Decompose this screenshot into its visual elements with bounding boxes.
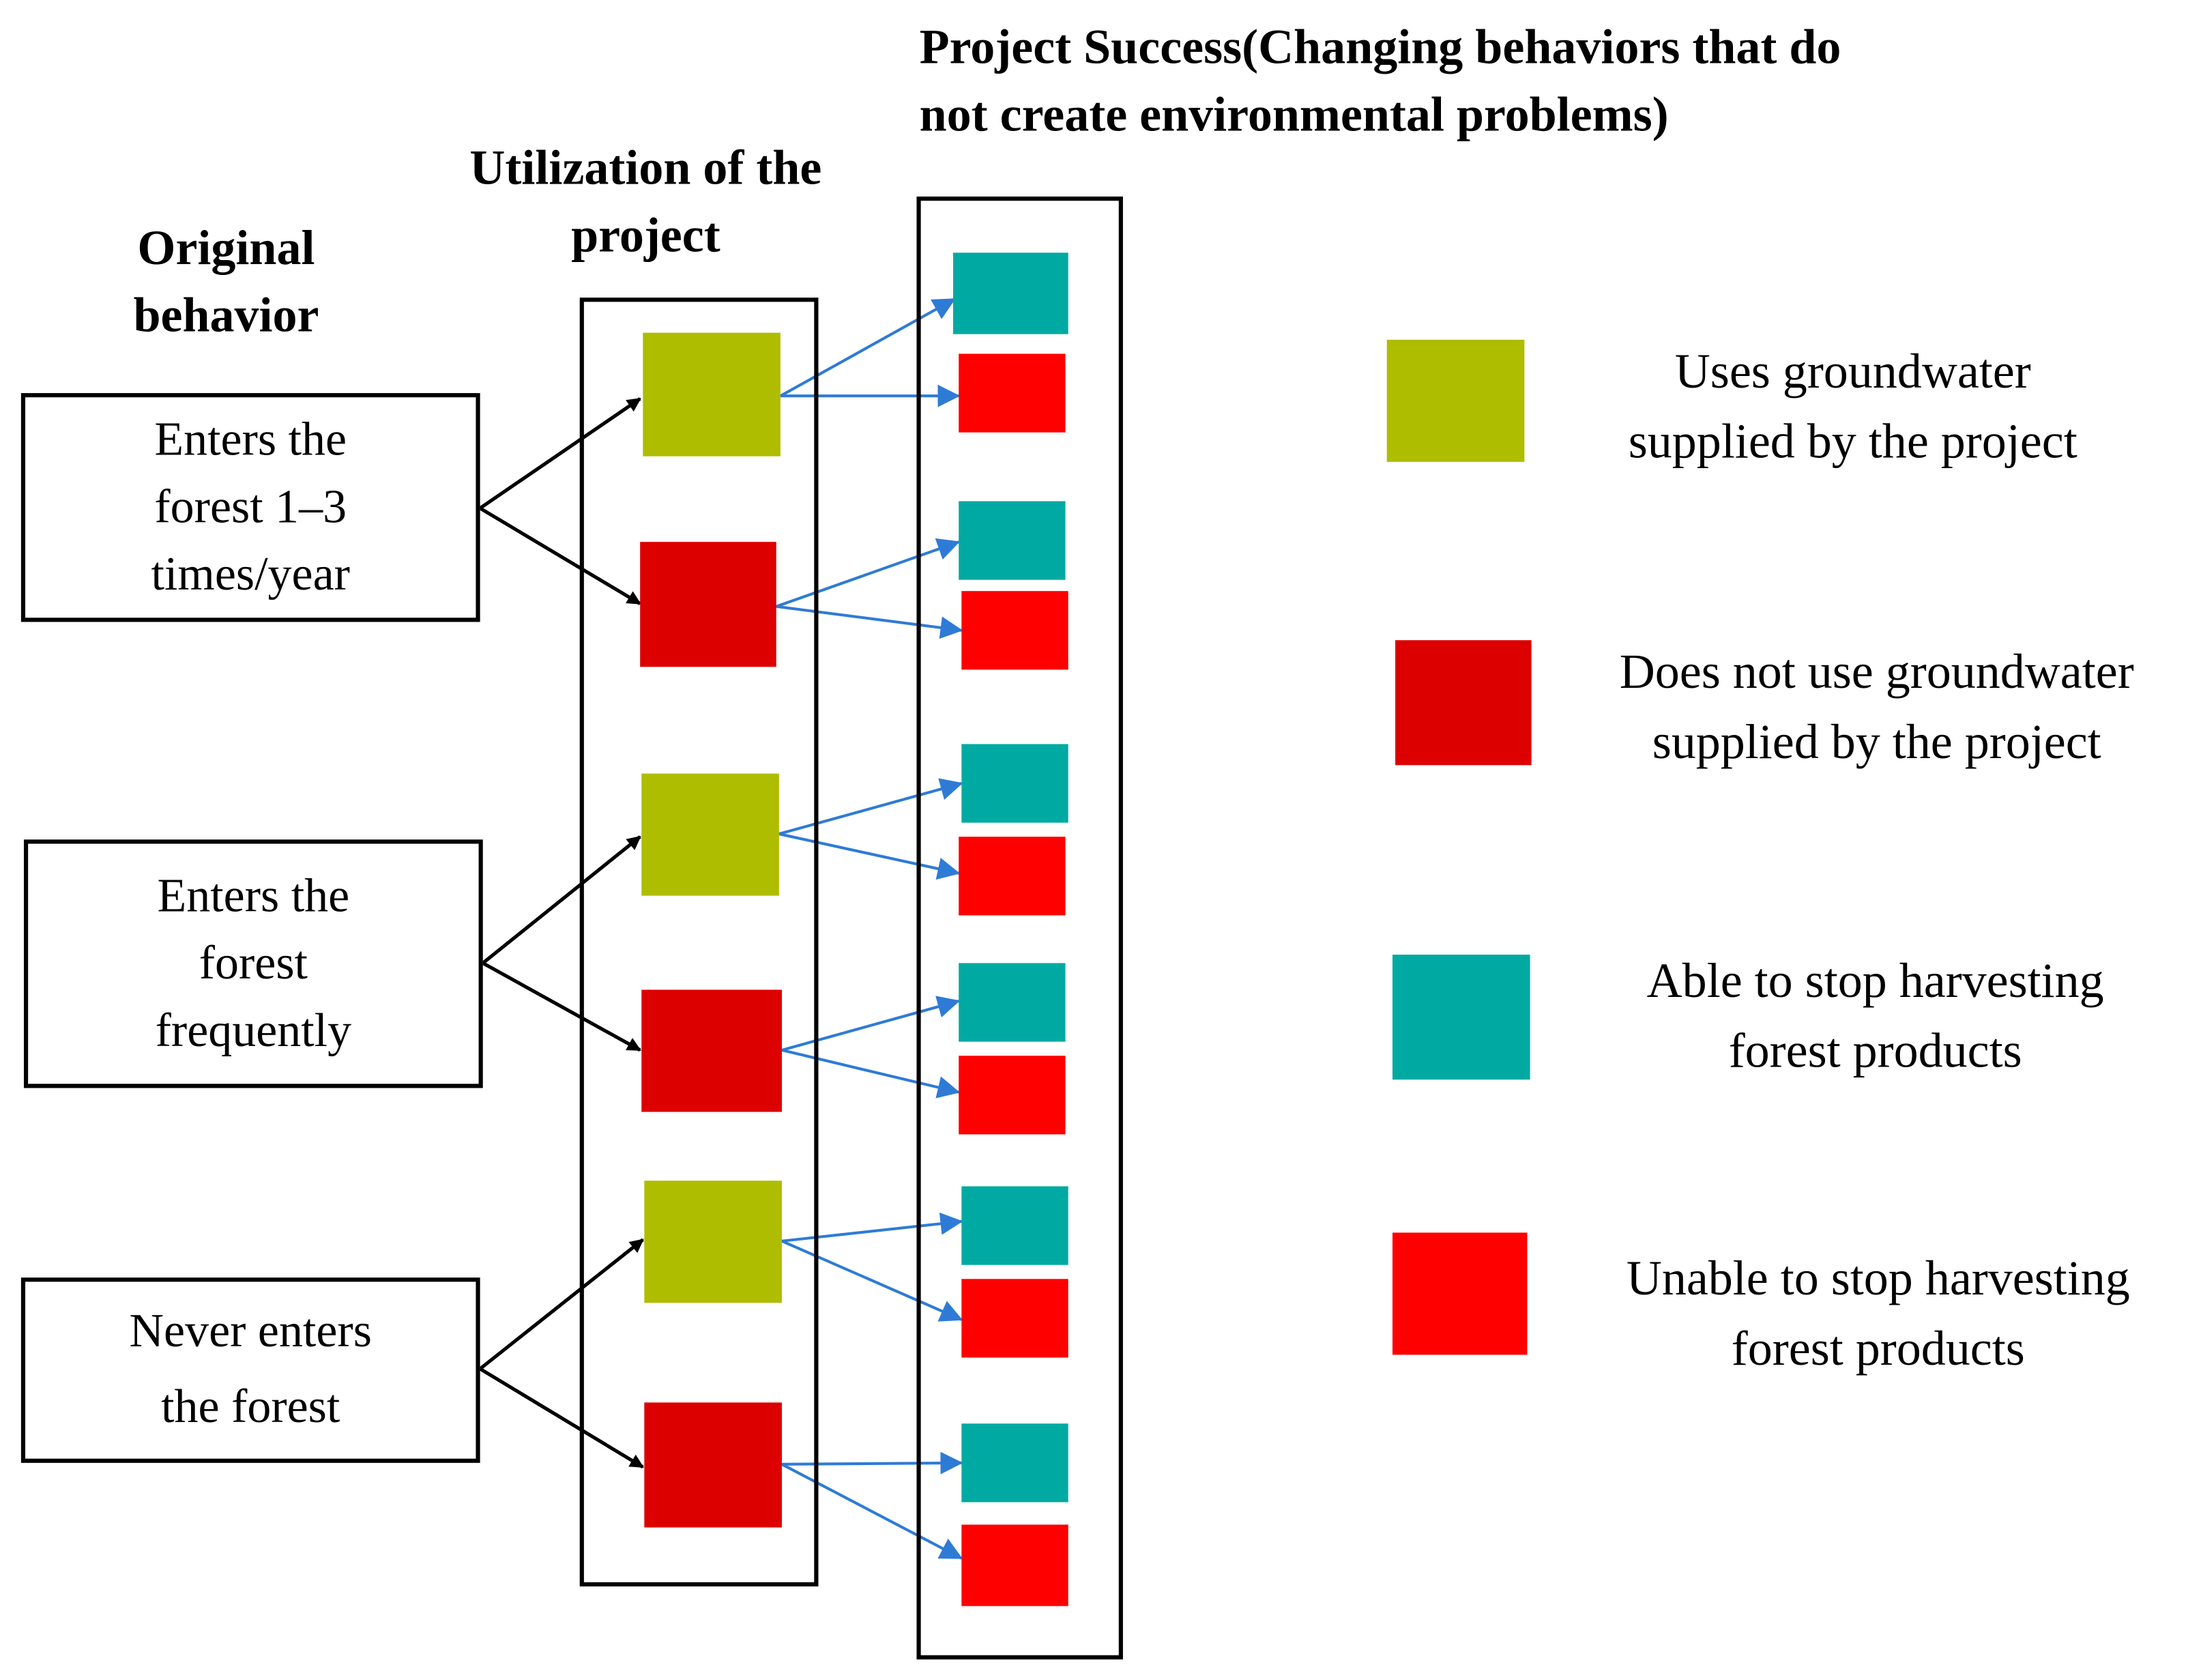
uses-groundwater-square bbox=[644, 1181, 782, 1303]
legend-uses-groundwater-swatch bbox=[1386, 339, 1525, 462]
behavior-box-3: Never enters the forest bbox=[20, 1277, 480, 1463]
arrow-b3-uses bbox=[479, 1238, 644, 1370]
arrow-u3-unable bbox=[778, 832, 961, 880]
legend-line: forest products bbox=[1728, 1023, 2022, 1079]
arrow-b2-notuses bbox=[482, 961, 641, 1052]
unable-to-stop-square bbox=[959, 837, 1066, 916]
arrow-u2-unable bbox=[776, 605, 963, 639]
unable-to-stop-square bbox=[959, 1056, 1066, 1135]
behavior-line: Enters the bbox=[154, 413, 347, 466]
not-uses-groundwater-square bbox=[640, 542, 776, 667]
utilization-header: Utilization of the project bbox=[433, 135, 859, 270]
arrow-u1-able bbox=[779, 298, 956, 397]
legend-line: Uses groundwater bbox=[1674, 344, 2031, 399]
behavior-line: forest 1–3 bbox=[154, 480, 347, 533]
uses-groundwater-square bbox=[643, 332, 781, 457]
header-line: not create environmental problems) bbox=[919, 87, 1669, 142]
legend-line: Unable to stop harvesting bbox=[1626, 1251, 2130, 1306]
arrow-u3-able bbox=[778, 778, 963, 836]
able-to-stop-square bbox=[952, 252, 1068, 334]
behavior-line: times/year bbox=[151, 548, 350, 600]
behavior-box-2: Enters the forest frequently bbox=[23, 839, 483, 1088]
legend-line: supplied by the project bbox=[1628, 414, 2078, 469]
original-behavior-header: Original behavior bbox=[133, 215, 319, 350]
arrow-u4-unable bbox=[781, 1048, 961, 1099]
behavior-line: forest bbox=[199, 937, 308, 989]
able-to-stop-square bbox=[959, 963, 1066, 1042]
project-success-header: Project Success(Changing behaviors that … bbox=[920, 14, 1841, 149]
header-line: project bbox=[571, 207, 720, 263]
legend-line: supplied by the project bbox=[1652, 714, 2101, 770]
header-line: Project Success(Changing behaviors that … bbox=[919, 19, 1841, 75]
arrow-u6-unable bbox=[781, 1463, 963, 1560]
able-to-stop-square bbox=[961, 744, 1068, 823]
legend-unable-to-stop-label: Unable to stop harvesting forest product… bbox=[1569, 1244, 2187, 1385]
legend-able-to-stop-label: Able to stop harvesting forest products bbox=[1581, 946, 2170, 1087]
arrow-u5-able bbox=[781, 1212, 963, 1243]
behavior-line: frequently bbox=[155, 1004, 352, 1057]
legend-unable-to-stop-swatch bbox=[1392, 1232, 1528, 1355]
unable-to-stop-square bbox=[961, 1279, 1068, 1358]
unable-to-stop-square bbox=[961, 1524, 1068, 1606]
legend-not-uses-groundwater-label: Does not use groundwater supplied by the… bbox=[1564, 637, 2190, 778]
legend-able-to-stop-swatch bbox=[1392, 955, 1530, 1080]
arrow-u4-able bbox=[781, 996, 961, 1052]
able-to-stop-square bbox=[961, 1186, 1068, 1265]
arrow-u2-able bbox=[776, 538, 961, 608]
legend-line: Able to stop harvesting bbox=[1646, 953, 2104, 1009]
behavior-box-1: Enters the forest 1–3 times/year bbox=[20, 393, 480, 622]
header-line: behavior bbox=[133, 287, 319, 343]
header-line: Original bbox=[137, 220, 315, 276]
able-to-stop-square bbox=[959, 501, 1066, 580]
success-column bbox=[916, 197, 1123, 1660]
arrow-u5-unable bbox=[781, 1239, 963, 1322]
legend-not-uses-groundwater-swatch bbox=[1395, 640, 1532, 766]
arrow-b1-notuses bbox=[479, 506, 641, 605]
arrow-u6-able bbox=[781, 1451, 963, 1475]
able-to-stop-square bbox=[961, 1423, 1068, 1503]
behavior-line: Never enters bbox=[129, 1305, 372, 1358]
not-uses-groundwater-square bbox=[641, 989, 782, 1112]
legend-uses-groundwater-label: Uses groundwater supplied by the project bbox=[1572, 337, 2133, 478]
arrow-b3-notuses bbox=[479, 1367, 645, 1469]
behavior-line: the forest bbox=[161, 1381, 340, 1434]
arrow-b2-uses bbox=[482, 835, 641, 965]
unable-to-stop-square bbox=[961, 591, 1068, 670]
unable-to-stop-square bbox=[959, 353, 1066, 433]
arrow-b1-uses bbox=[479, 397, 641, 510]
behavior-line: Enters the bbox=[157, 869, 350, 922]
not-uses-groundwater-square bbox=[644, 1402, 782, 1528]
legend-line: forest products bbox=[1731, 1321, 2025, 1376]
legend-line: Does not use groundwater bbox=[1619, 644, 2134, 699]
header-line: Utilization of the bbox=[469, 140, 822, 195]
uses-groundwater-square bbox=[641, 773, 779, 896]
utilization-column bbox=[579, 298, 819, 1587]
